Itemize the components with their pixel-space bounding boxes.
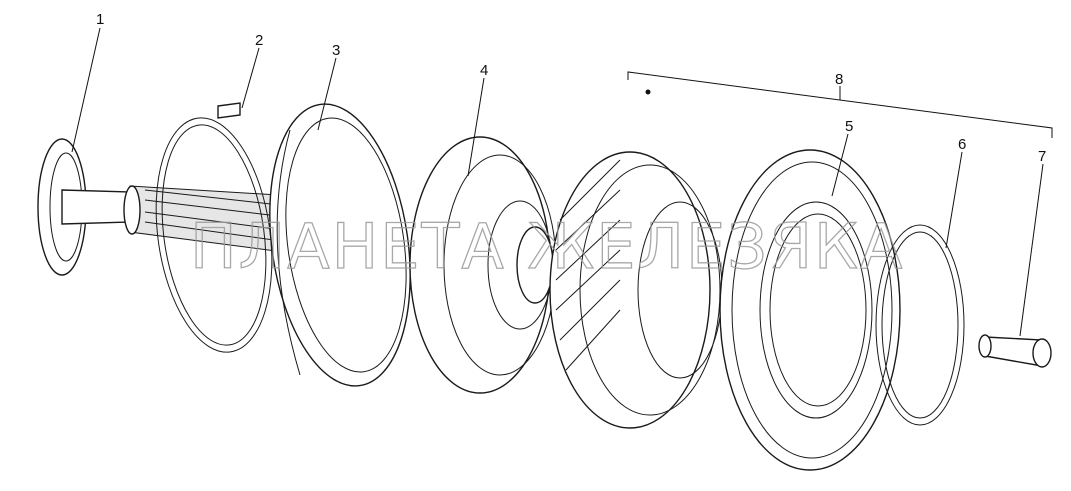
callout-2: 2 bbox=[255, 32, 263, 49]
leader-lines bbox=[71, 27, 1044, 337]
watermark-text: ПЛАНЕТА ЖЕЛЕЗЯКА bbox=[190, 210, 904, 283]
callout-labels: 1 2 3 4 5 6 7 8 bbox=[96, 11, 1046, 165]
bracket-8 bbox=[627, 71, 1053, 138]
callout-1: 1 bbox=[96, 11, 104, 28]
callout-5: 5 bbox=[845, 118, 853, 135]
part-6-retaining-ring bbox=[875, 224, 965, 426]
callout-8: 8 bbox=[835, 71, 843, 88]
helical-gear bbox=[549, 151, 723, 429]
callout-4: 4 bbox=[480, 62, 488, 79]
part-4-bearing bbox=[409, 136, 557, 394]
callout-3: 3 bbox=[332, 42, 340, 59]
part-7-pin bbox=[978, 334, 1052, 368]
callout-6: 6 bbox=[958, 136, 966, 153]
part-2-snap-ring bbox=[155, 102, 273, 353]
part-3-cup bbox=[269, 103, 411, 387]
callout-7: 7 bbox=[1038, 148, 1046, 165]
part-5-sync-ring bbox=[719, 149, 901, 471]
